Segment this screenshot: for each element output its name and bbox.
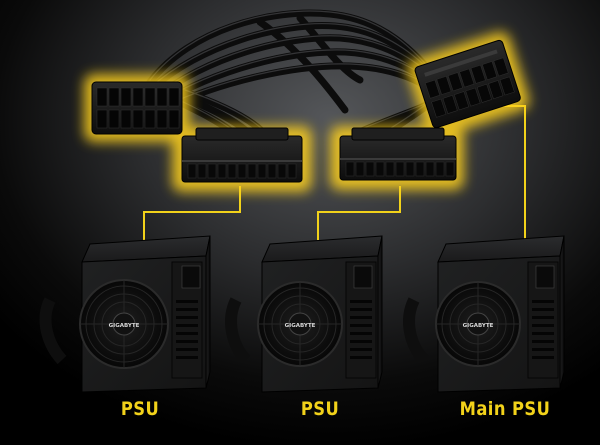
psu-main: GIGABYTE <box>403 235 565 393</box>
psu-left-brand: GIGABYTE <box>109 323 140 329</box>
psu-left-fan <box>79 279 169 369</box>
psu-main-side-panel <box>527 261 559 379</box>
atx-connector-left <box>91 81 183 135</box>
atx-connector-center-right <box>339 127 457 181</box>
psu-main-label: Main PSU <box>459 398 551 420</box>
psu-center: GIGABYTE <box>225 235 383 393</box>
psu-center-brand: GIGABYTE <box>285 323 316 329</box>
atx-connector-right <box>414 39 521 129</box>
psu-center-fan <box>257 281 343 367</box>
psu-main-brand: GIGABYTE <box>463 323 494 329</box>
psu-left-label: PSU <box>120 398 160 420</box>
psu-left: GIGABYTE <box>39 235 211 393</box>
atx-connector-center-left <box>181 127 303 183</box>
line-center-psu <box>317 186 401 240</box>
cable-bundle <box>146 9 456 138</box>
psu-center-label: PSU <box>300 398 340 420</box>
line-left-psu <box>143 186 241 240</box>
psu-left-side-panel <box>171 261 203 379</box>
psu-center-side-panel <box>345 261 377 379</box>
psu-main-fan <box>435 281 521 367</box>
